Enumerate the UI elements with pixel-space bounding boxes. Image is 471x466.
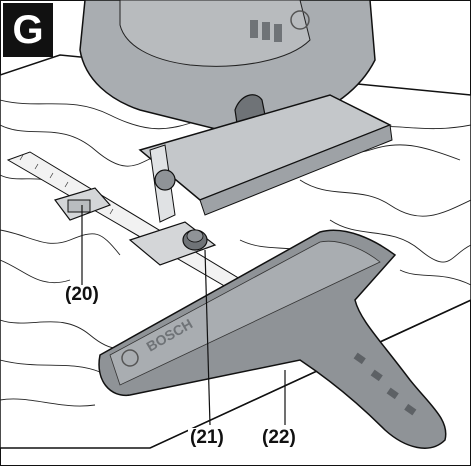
leader-line-21 — [204, 249, 211, 426]
jigsaw-body — [79, 0, 376, 139]
leader-lines — [81, 205, 286, 426]
callout-21: (21) — [188, 427, 226, 448]
callout-20: (20) — [63, 284, 101, 305]
clamp-21 — [128, 221, 217, 266]
circle-guide-22: BOSCH — [98, 229, 447, 449]
base-plate — [138, 94, 393, 223]
figure-letter-badge: G — [3, 3, 53, 57]
callout-22: (22) — [260, 427, 298, 448]
clamp-20 — [54, 187, 112, 221]
